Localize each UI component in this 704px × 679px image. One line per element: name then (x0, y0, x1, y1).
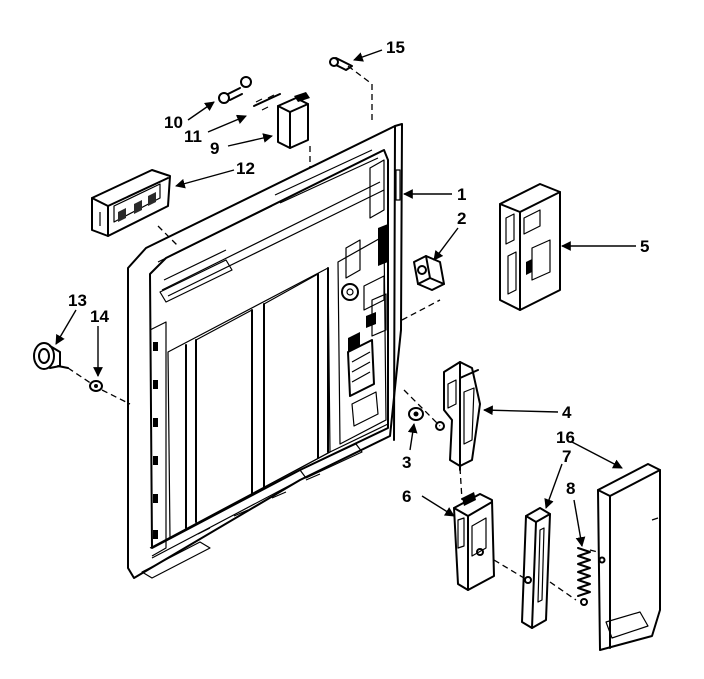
label-part-15: 15 (386, 38, 405, 57)
label-part-1: 1 (457, 185, 466, 204)
label-part-13: 13 (68, 291, 87, 310)
leader-lines (55, 49, 636, 547)
door-handle-part-12 (91, 169, 171, 237)
label-part-12: 12 (236, 159, 255, 178)
latch-housing-part-6 (453, 492, 495, 591)
slide-part-7 (521, 507, 551, 629)
label-part-6: 6 (402, 487, 411, 506)
label-part-11: 11 (184, 127, 202, 146)
washer-part-14 (89, 380, 103, 392)
part-labels: 15 1 2 5 4 3 16 7 8 6 12 10 11 9 13 14 (68, 38, 649, 506)
label-part-16: 16 (556, 428, 575, 447)
label-part-4: 4 (562, 403, 572, 422)
label-part-7: 7 (562, 447, 571, 466)
nut-part-3 (408, 407, 424, 421)
label-part-10: 10 (164, 113, 183, 132)
control-module-part-5 (499, 183, 561, 311)
label-part-8: 8 (566, 479, 575, 498)
label-part-2: 2 (457, 209, 466, 228)
label-part-3: 3 (402, 453, 411, 472)
latch-part-4 (435, 361, 481, 471)
label-part-5: 5 (640, 237, 649, 256)
door-panel-part-1 (127, 123, 403, 579)
screw-part-15 (329, 57, 353, 71)
side-panel-part-16 (597, 463, 661, 651)
pin-part-11 (253, 93, 281, 111)
screw-part-10 (218, 76, 252, 104)
label-part-9: 9 (210, 139, 219, 158)
assembly-lines (67, 65, 599, 601)
knob-part-13 (33, 342, 69, 370)
label-part-14: 14 (90, 307, 109, 326)
hinge-bracket-part-2 (413, 255, 445, 291)
cover-plate-part-9 (277, 92, 310, 149)
spring-part-8 (577, 547, 591, 606)
